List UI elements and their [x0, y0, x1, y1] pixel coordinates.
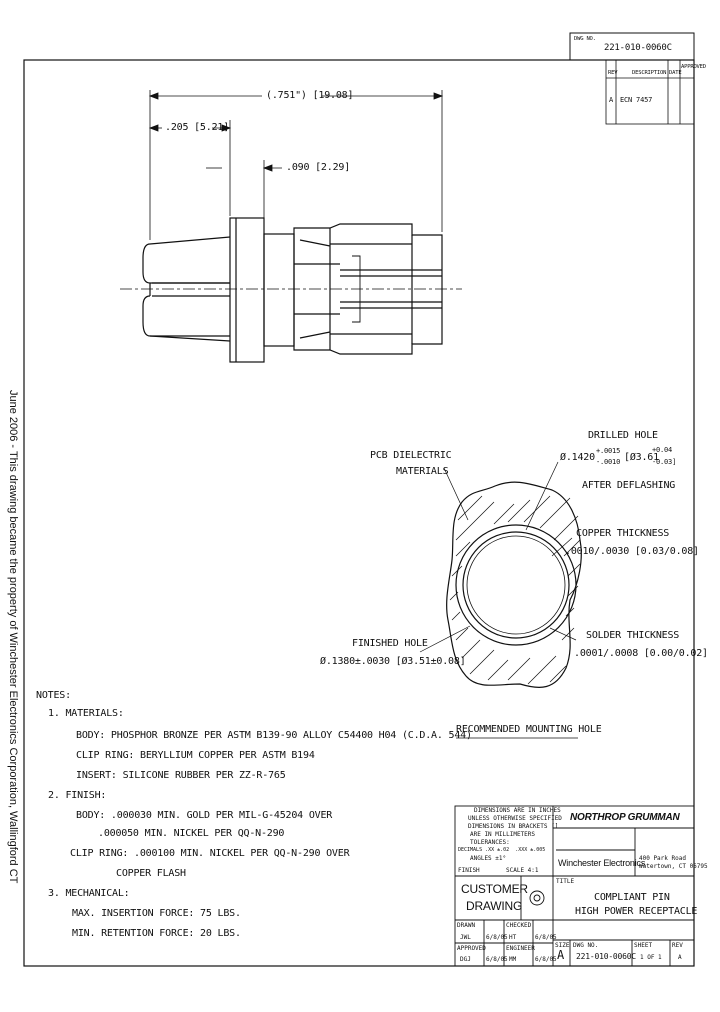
finished-label-2: Ø.1380±.0030 [Ø3.51±0.08] — [320, 656, 466, 667]
note-line: 1. MATERIALS: — [48, 708, 124, 719]
copper-label-2: .0010/.0030 [0.03/0.08] — [565, 546, 699, 557]
approved-date: 6/8/05 — [486, 956, 508, 963]
title-label: TITLE — [556, 878, 575, 885]
rev-row-rev: A — [609, 96, 614, 104]
title-block-grid — [454, 805, 695, 967]
note-line: CLIP RING: .000100 MIN. NICKEL PER QQ-N-… — [70, 848, 350, 859]
tolerance-line: ANGLES ±1° — [470, 855, 507, 862]
tolerance-line: TOLERANCES: — [470, 839, 510, 846]
checked-label: CHECKED — [506, 922, 532, 929]
note-line: COPPER FLASH — [116, 868, 186, 879]
drawn-date: 6/8/05 — [486, 934, 508, 941]
division-name: Winchester Electronics — [558, 858, 646, 868]
dim-gap: .090 [2.29] — [286, 162, 351, 173]
solder-label-2: .0001/.0008 [0.00/0.02] — [574, 648, 708, 659]
engineer-label: ENGINEER — [506, 945, 535, 952]
mounting-hole-section — [446, 481, 582, 688]
title-line-2: HIGH POWER RECEPTACLE — [575, 906, 698, 917]
approved-by: DGJ — [460, 956, 471, 963]
note-line: BODY: .000030 MIN. GOLD PER MIL-G-45204 … — [76, 810, 333, 821]
note-line: CLIP RING: BERYLLIUM COPPER PER ASTM B19… — [76, 750, 315, 761]
scale-label: SCALE 4:1 — [506, 867, 539, 874]
company-logo-text: NORTHROP GRUMMAN — [570, 812, 680, 823]
note-line: .000050 MIN. NICKEL PER QQ-N-290 — [98, 828, 285, 839]
side-note: June 2006 - This drawing became the prop… — [7, 390, 19, 884]
rev-row-description: ECN 7457 — [620, 96, 653, 104]
drilled-tol-minus: -.0010 — [596, 458, 621, 466]
engineer-by: MM — [509, 956, 517, 963]
drawn-by: JWL — [460, 934, 471, 941]
corner-dwg-number: 221-010-0060C — [604, 43, 672, 53]
note-line: BODY: PHOSPHOR BRONZE PER ASTM B139-90 A… — [76, 730, 472, 741]
finish-label: FINISH — [458, 867, 480, 874]
notes-heading: NOTES: — [36, 690, 71, 701]
sheet-value: 1 OF 1 — [640, 954, 662, 961]
solder-label-1: SOLDER THICKNESS — [586, 630, 680, 641]
rev-col-rev: REV — [608, 70, 618, 76]
size-value: A — [557, 948, 565, 962]
rev-col-description: DESCRIPTION — [632, 70, 667, 76]
tolerance-line: UNLESS OTHERWISE SPECIFIED — [468, 815, 562, 822]
rev-label: REV — [672, 942, 683, 949]
dimension-lines — [148, 90, 444, 240]
engineer-date: 6/8/05 — [535, 956, 557, 963]
pcb-label-1: PCB DIELECTRIC — [370, 450, 452, 461]
note-line: MAX. INSERTION FORCE: 75 LBS. — [72, 908, 241, 919]
drilled-label-1: DRILLED HOLE — [588, 430, 658, 441]
drilled-metric-plus: +0.04 — [652, 446, 673, 454]
title-line-1: COMPLIANT PIN — [594, 892, 670, 903]
revision-block — [605, 59, 695, 125]
drilled-metric-minus: -0.03] — [652, 458, 677, 466]
note-line: INSERT: SILICONE RUBBER PER ZZ-R-765 — [76, 770, 286, 781]
drilled-metric: [Ø3.61 — [624, 452, 659, 463]
rev-col-date: DATE — [669, 70, 682, 76]
finished-label-1: FINISHED HOLE — [352, 638, 428, 649]
tolerance-line: DIMENSIONS ARE IN INCHES — [474, 807, 561, 814]
drawing-border — [23, 59, 695, 967]
dwg-no-value: 221-010-0060C — [576, 952, 637, 961]
rev-col-approved: APPROVED — [681, 64, 706, 70]
note-line: 2. FINISH: — [48, 790, 107, 801]
dim-overall: (.751") [19.08] — [266, 90, 354, 101]
drilled-label-2: Ø.1420 — [560, 452, 595, 463]
note-line: MIN. RETENTION FORCE: 20 LBS. — [72, 928, 241, 939]
checked-date: 6/8/05 — [535, 934, 557, 941]
dim-short: .205 [5.21] — [165, 122, 230, 133]
drilled-label-3: AFTER DEFLASHING — [582, 480, 676, 491]
connector-side-view — [120, 217, 462, 363]
tolerance-line: DIMENSIONS IN BRACKETS [] — [468, 823, 559, 830]
tolerance-line: DECIMALS .XX ±.02 .XXX ±.005 — [458, 847, 546, 853]
address-line-2: Watertown, CT 06795 — [639, 863, 708, 870]
customer-drawing-1: CUSTOMER — [461, 882, 528, 896]
drawn-label: DRAWN — [457, 922, 476, 929]
drilled-tol-plus: +.0015 — [596, 447, 621, 455]
address-line-1: 400 Park Road — [639, 855, 686, 862]
tolerance-line: ARE IN MILLIMETERS — [470, 831, 536, 838]
mounting-hole-caption: RECOMMENDED MOUNTING HOLE — [456, 724, 602, 735]
checked-by: HT — [509, 934, 517, 941]
approved-label: APPROVED — [457, 945, 486, 952]
dwg-no-label: DWG NO. — [573, 942, 599, 949]
rev-value: A — [678, 954, 682, 961]
copper-label-1: COPPER THICKNESS — [576, 528, 670, 539]
note-line: 3. MECHANICAL: — [48, 888, 130, 899]
customer-drawing-2: DRAWING — [466, 899, 523, 913]
leader-lines — [419, 461, 578, 739]
size-label: SIZE — [555, 942, 570, 949]
sheet-label: SHEET — [634, 942, 653, 949]
pcb-label-2: MATERIALS — [396, 466, 449, 477]
corner-dwg-label: DWG NO. — [574, 36, 596, 42]
